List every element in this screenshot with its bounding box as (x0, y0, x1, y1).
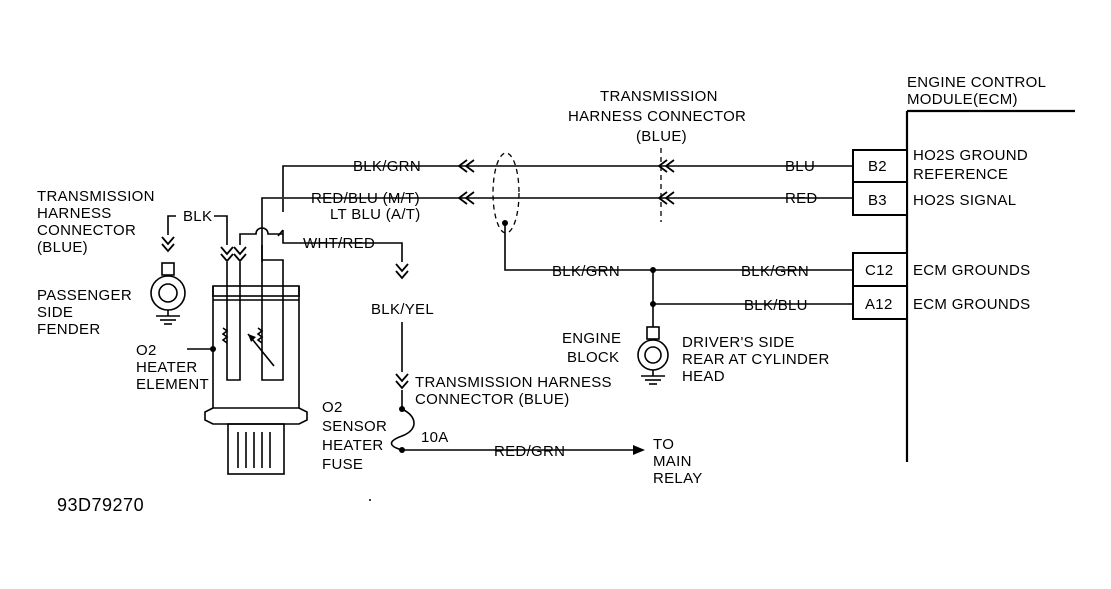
mid-connector-line1: TRANSMISSION HARNESS (415, 374, 612, 391)
chevrons-blk-yel-bottom (395, 373, 409, 390)
wire-label-blu: BLU (785, 158, 815, 175)
pin-box-a12 (852, 285, 908, 320)
fuse-element (390, 408, 415, 451)
wire-blu-blk-grn (282, 165, 853, 212)
top-harness-connector-label: TRANSMISSION HARNESS CONNECTOR (BLUE) (568, 88, 746, 145)
pin-label-b2: B2 (868, 158, 887, 175)
pin-label-c12: C12 (865, 262, 893, 279)
drivers-side-line3: HEAD (682, 368, 725, 385)
ecm-pin-a12: A12 ECM GROUNDS (852, 285, 1030, 320)
chevrons-top-right (657, 159, 675, 173)
fuse-label-line1: O2 (322, 399, 343, 416)
relay-line3: RELAY (653, 470, 703, 487)
left-connector-line4: (BLUE) (37, 239, 88, 256)
wire-label-blk-blu: BLK/BLU (744, 297, 808, 314)
chevrons-blk-yel-top (395, 263, 409, 280)
fuse-label-line3: HEATER (322, 437, 384, 454)
o2-sensor-body (204, 245, 308, 475)
wire-blk-fender (167, 215, 176, 235)
passenger-line2: SIDE (37, 304, 73, 321)
wire-sensor-crossover (239, 227, 283, 245)
heater-element-line1: O2 (136, 342, 157, 359)
wire-label-wht-red: WHT/RED (303, 235, 375, 252)
wire-red-red-blu (261, 197, 853, 262)
arrow-to-relay (633, 445, 645, 455)
wire-label-lt-blu: LT BLU (A/T) (330, 206, 421, 223)
wire-label-blk-grn-c12: BLK/GRN (741, 263, 809, 280)
passenger-line1: PASSENGER (37, 287, 132, 304)
passenger-fender-ground-symbol (150, 262, 186, 325)
pin-desc-a12: ECM GROUNDS (913, 296, 1030, 313)
engine-block-line1: ENGINE (562, 330, 621, 347)
ecm-pin-b2: B2 HO2S GROUND REFERENCE (852, 147, 1028, 183)
chevrons-top-left (457, 159, 475, 173)
wire-label-red: RED (785, 190, 818, 207)
passenger-line3: FENDER (37, 321, 100, 338)
wire-label-red-blu: RED/BLU (M/T) (311, 190, 420, 207)
wire-shield-drain (504, 223, 653, 271)
ecm-title-line2: MODULE(ECM) (907, 91, 1018, 108)
heater-element-line2: HEATER (136, 359, 198, 376)
relay-line2: MAIN (653, 453, 692, 470)
pin-label-a12: A12 (865, 296, 893, 313)
left-connector-line3: CONNECTOR (37, 222, 136, 239)
chevrons-blk-fender (161, 236, 175, 253)
wire-label-blk-yel: BLK/YEL (371, 301, 434, 318)
mid-connector-line2: CONNECTOR (BLUE) (415, 391, 570, 408)
wire-shield-ellipse (492, 152, 520, 234)
engine-block-ground-symbol (637, 326, 669, 385)
pin-desc-b2-line1: HO2S GROUND (913, 147, 1028, 164)
wire-label-red-grn: RED/GRN (494, 443, 565, 460)
pin-desc-b2-line2: REFERENCE (913, 166, 1008, 183)
fuse-label-line2: SENSOR (322, 418, 387, 435)
ecm-pin-c12: C12 ECM GROUNDS (852, 252, 1030, 287)
wire-label-blk-grn-ground: BLK/GRN (552, 263, 620, 280)
ecm-pin-b3: B3 HO2S SIGNAL (852, 181, 1016, 216)
figure-id: 93D79270 (57, 495, 144, 515)
pin-label-b3: B3 (868, 192, 887, 209)
pin-desc-b3: HO2S SIGNAL (913, 192, 1016, 209)
top-connector-line2: HARNESS CONNECTOR (568, 108, 746, 125)
left-connector-line1: TRANSMISSION (37, 188, 155, 205)
fuse-label-line4: FUSE (322, 456, 363, 473)
top-connector-line1: TRANSMISSION (600, 88, 718, 105)
ecm-title-line1: ENGINE CONTROL (907, 74, 1046, 91)
chevrons-mid-right (657, 191, 675, 205)
chevrons-sensor-connector (220, 246, 247, 263)
stray-mark (369, 499, 371, 501)
wire-label-blk-grn-top: BLK/GRN (353, 158, 421, 175)
chevrons-mid-left (457, 191, 475, 205)
engine-block-line2: BLOCK (567, 349, 619, 366)
wire-label-blk: BLK (183, 208, 212, 225)
drivers-side-line2: REAR AT CYLINDER (682, 351, 830, 368)
heater-element-line3: ELEMENT (136, 376, 209, 393)
fuse-rating: 10A (421, 429, 449, 446)
wire-blk-sensor (214, 215, 228, 245)
wire-wht-red-stub (277, 229, 284, 237)
top-connector-line3: (BLUE) (636, 128, 687, 145)
relay-line1: TO (653, 436, 674, 453)
left-connector-line2: HARNESS (37, 205, 112, 222)
pin-desc-c12: ECM GROUNDS (913, 262, 1030, 279)
drivers-side-line1: DRIVER'S SIDE (682, 334, 795, 351)
wire-wht-red (282, 230, 403, 262)
